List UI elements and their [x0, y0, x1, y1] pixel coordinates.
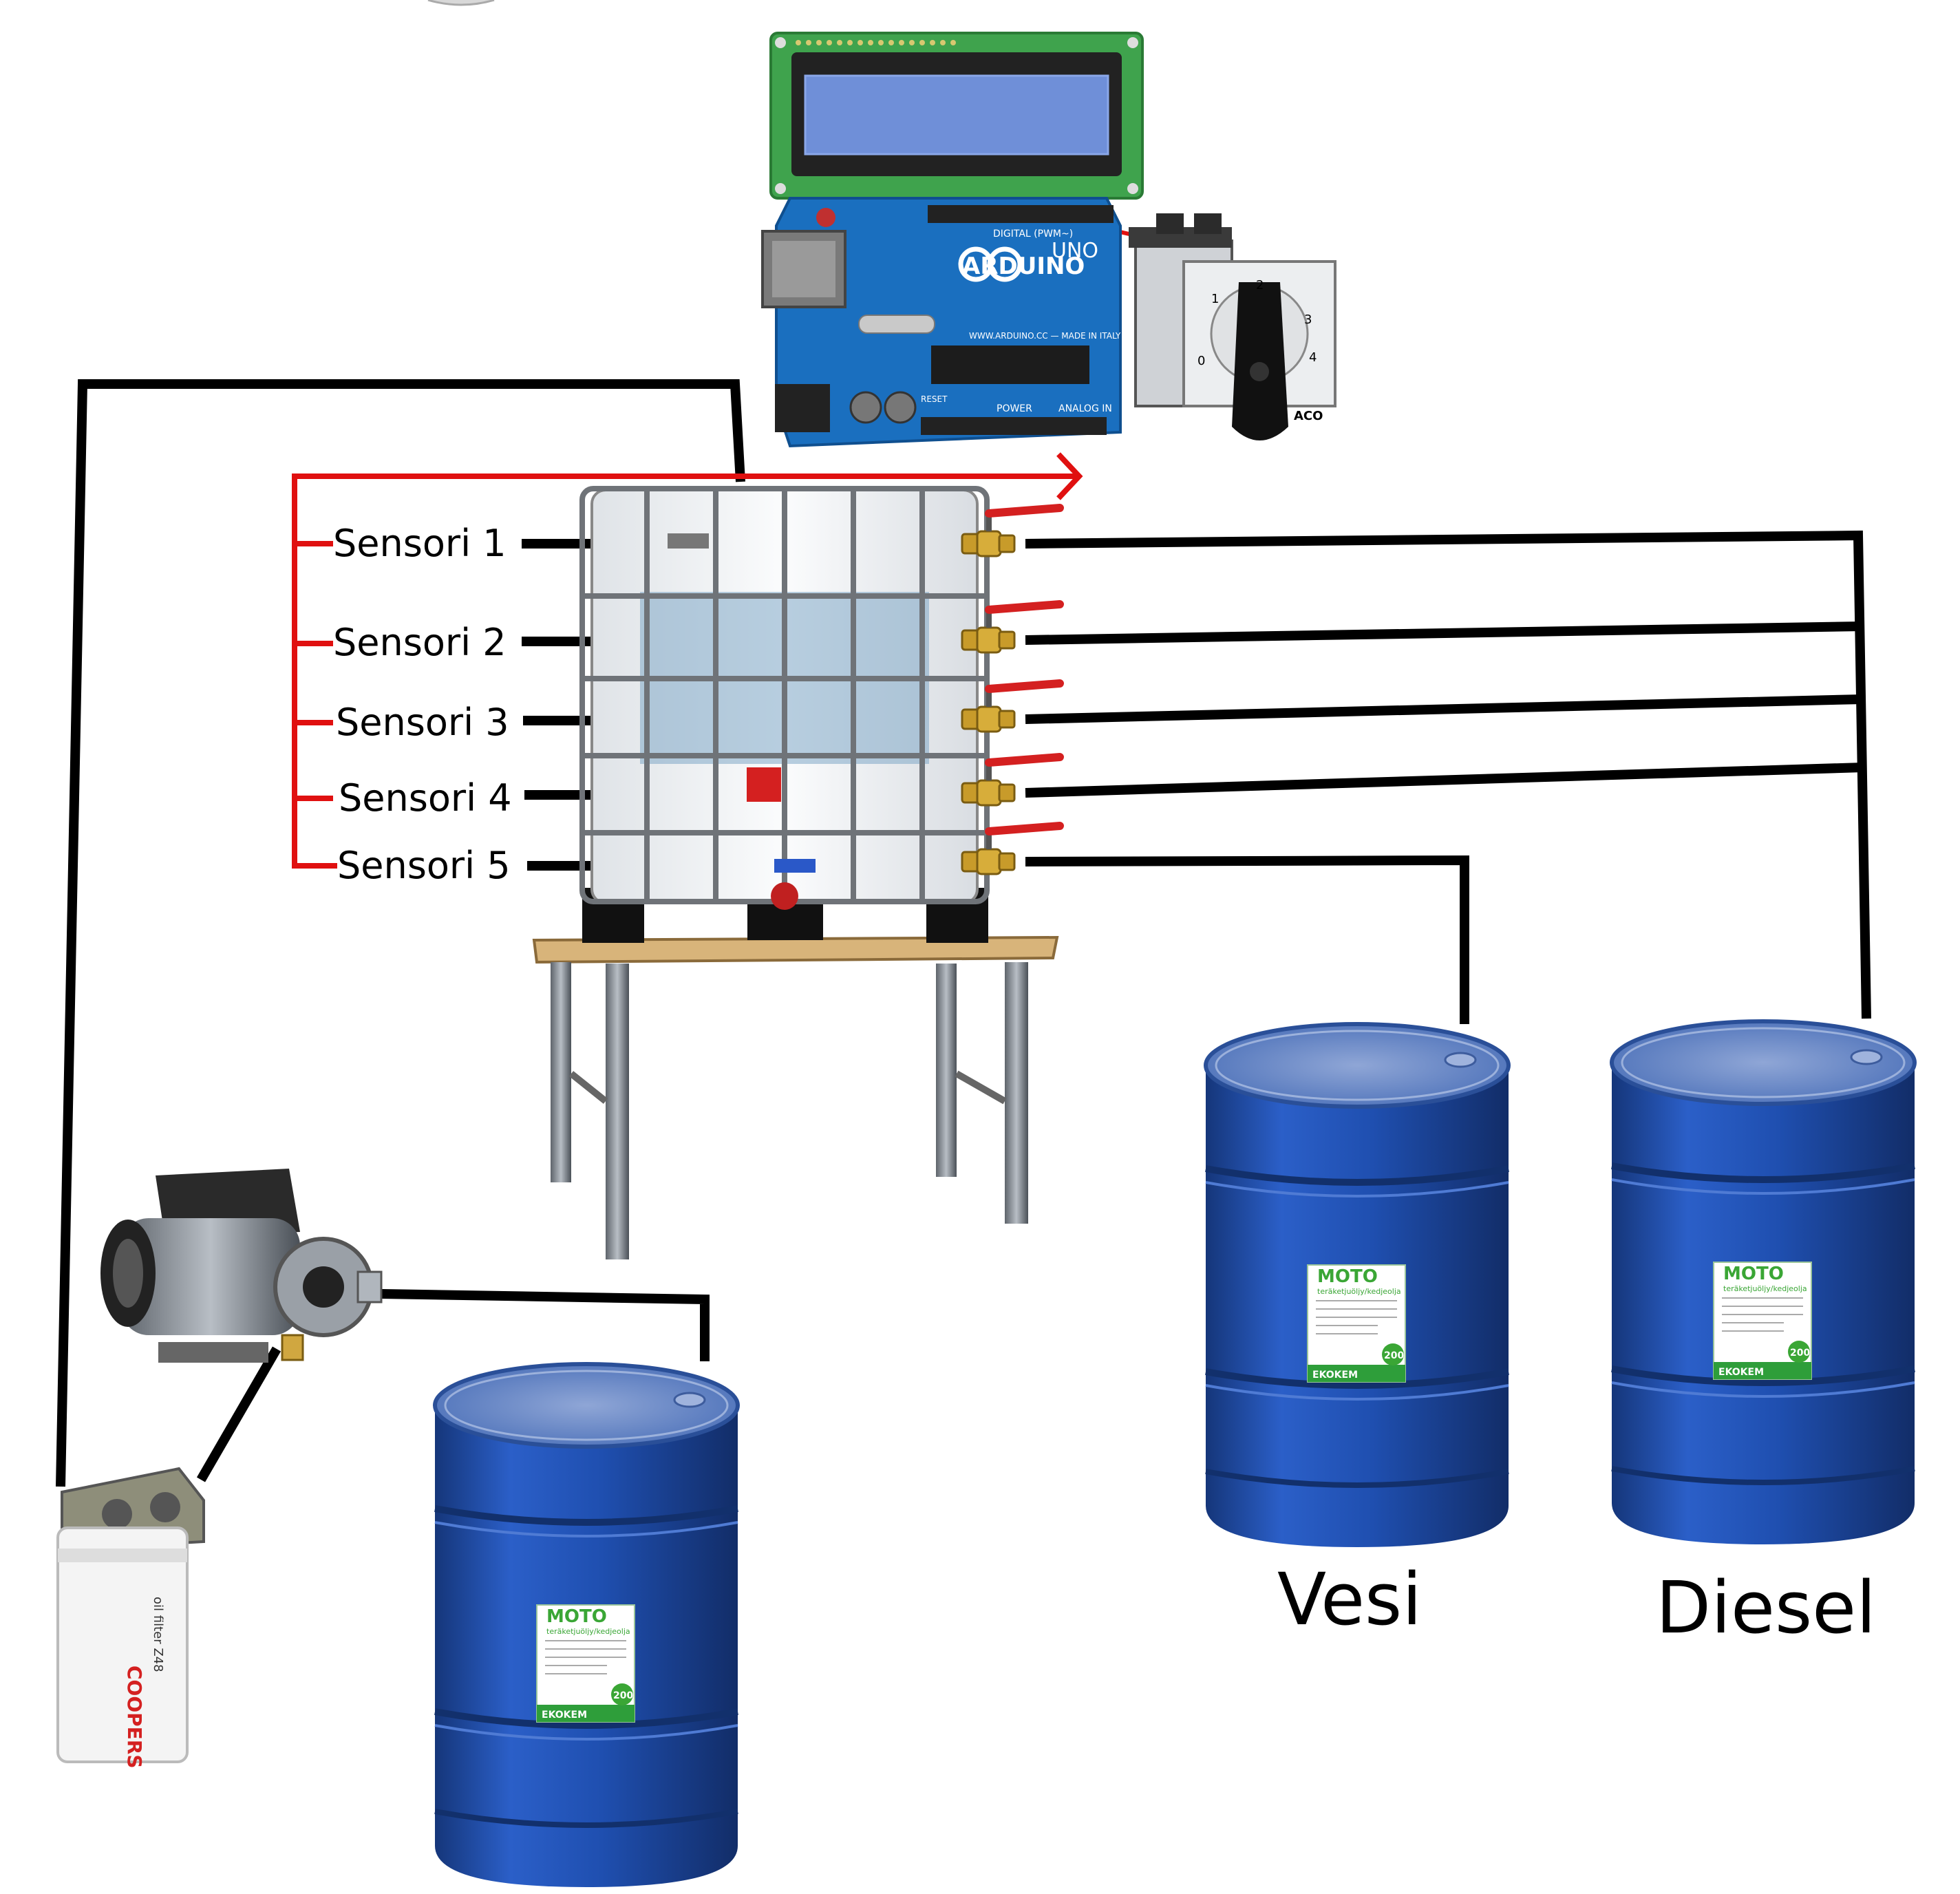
drum-diesel-subtitle: teräketjuöljy/kedjeolja [1723, 1284, 1807, 1293]
oil-drum-icon: MOTO teräketjuöljy/kedjeolja EKOKEM 200 [1206, 1024, 1509, 1547]
sensor-label-5: Sensori 5 [337, 844, 511, 887]
rotary-switch-icon: 0 1 2 3 4 ACO [1129, 213, 1336, 440]
wiring [56, 227, 1871, 1487]
sensor-label-3: Sensori 3 [336, 701, 509, 744]
switch-pos-4: 4 [1309, 350, 1317, 365]
sensor-label-1: Sensori 1 [333, 522, 507, 565]
drum-bottom-title: MOTO [546, 1606, 607, 1627]
arduino-board-icon: ARDUINO UNO DIGITAL (PWM~) POWER ANALOG … [761, 197, 1122, 448]
drum-vesi-volume: 200 [1384, 1350, 1404, 1361]
arduino-model: UNO [1052, 239, 1098, 263]
diesel-label: Diesel [1656, 1566, 1876, 1650]
electric-pump-icon [100, 1169, 383, 1363]
drum-vesi-brand: EKOKEM [1312, 1370, 1358, 1381]
switch-brand: ACO [1294, 409, 1323, 423]
arduino-digital-header: DIGITAL (PWM~) [993, 228, 1073, 240]
sensor-label-2: Sensori 2 [333, 621, 507, 664]
drum-bottom-volume: 200 [613, 1690, 633, 1701]
arduino-power-header: POWER [997, 403, 1032, 414]
arduino-reset-header: RESET [921, 394, 948, 404]
sensor-labels: Sensori 1 Sensori 2 Sensori 3 Sensori 4 … [333, 522, 512, 887]
arduino-analog-header: ANALOG IN [1058, 403, 1112, 414]
filter-text: oil filter Z48 [151, 1597, 165, 1672]
drum-bottom-brand: EKOKEM [542, 1710, 587, 1721]
drum-diesel-volume: 200 [1790, 1348, 1810, 1359]
vesi-label: Vesi [1277, 1557, 1422, 1641]
filter-brand: COOPERS [123, 1666, 146, 1769]
sensor-label-4: Sensori 4 [339, 776, 512, 820]
sensor-bus-arrow [1056, 452, 1083, 500]
cropped-object-fragment [427, 0, 495, 6]
switch-pos-2: 2 [1256, 278, 1264, 292]
oil-filter-icon: COOPERS oil filter Z48 [56, 1467, 205, 1769]
oil-drum-icon: MOTO teräketjuöljy/kedjeolja EKOKEM 200 [1612, 1021, 1915, 1544]
workbench-icon [532, 935, 1059, 1259]
ibc-tank-icon [579, 486, 990, 943]
switch-pos-3: 3 [1304, 312, 1312, 327]
drum-vesi-subtitle: teräketjuöljy/kedjeolja [1317, 1287, 1401, 1296]
drum-diesel-title: MOTO [1723, 1264, 1784, 1284]
drum-diesel-brand: EKOKEM [1718, 1367, 1764, 1378]
sensor-bus-wire [292, 473, 1079, 869]
drum-bottom-subtitle: teräketjuöljy/kedjeolja [546, 1627, 630, 1636]
switch-pos-0: 0 [1197, 354, 1205, 368]
oil-drum-icon: MOTO teräketjuöljy/kedjeolja EKOKEM 200 [435, 1364, 738, 1887]
filter-to-tank-pipe [56, 379, 745, 1487]
arduino-website: WWW.ARDUINO.CC — MADE IN ITALY [969, 331, 1121, 341]
switch-pos-1: 1 [1211, 292, 1219, 306]
lcd-display-icon [769, 32, 1144, 200]
drum-vesi-title: MOTO [1317, 1266, 1378, 1287]
